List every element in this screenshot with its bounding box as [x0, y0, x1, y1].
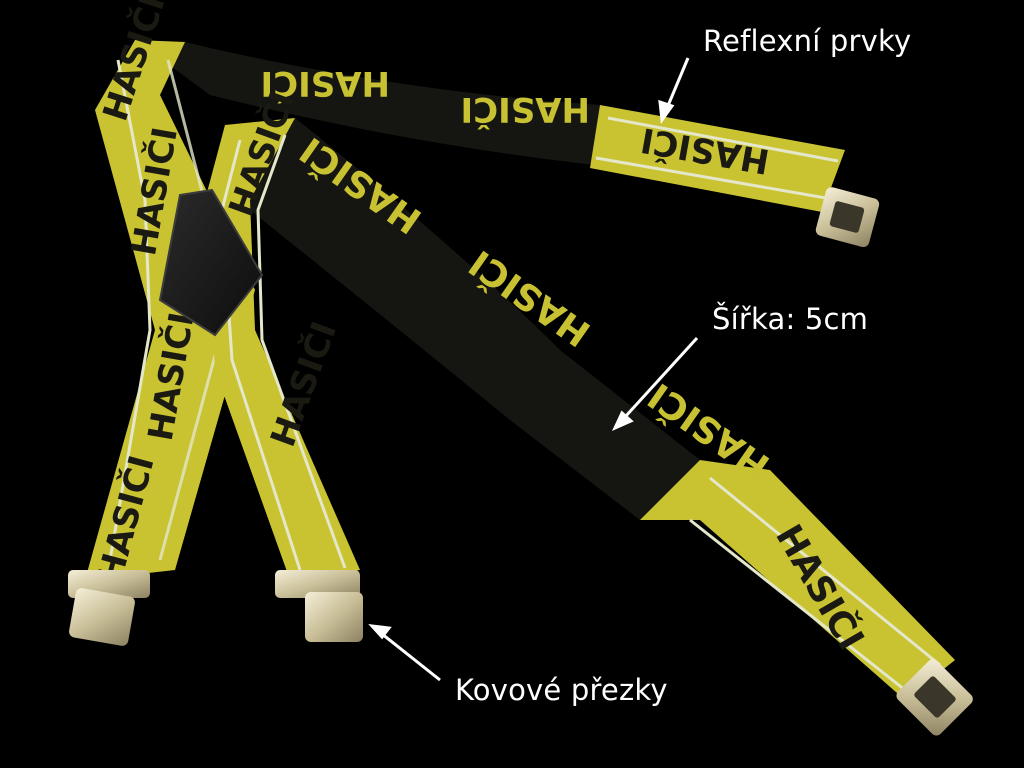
right-bottom-clip-icon: [896, 659, 973, 736]
annotation-arrows: [368, 57, 699, 682]
label-reflective: Reflexní prvky: [703, 24, 912, 58]
back-strap: HASIČI HASIČI HASIČI: [135, 40, 845, 212]
left-bottom-clips: [68, 570, 363, 646]
strap-text-2: HASIČI: [460, 89, 590, 130]
middle-clip-bar-icon: [275, 570, 360, 598]
label-clips: Kovové přezky: [455, 673, 668, 707]
right-top-clip-icon: [815, 187, 880, 248]
arrow-width: [613, 336, 699, 430]
strap-text-1: HASIČI: [260, 63, 390, 104]
left-clip-icon: [69, 588, 135, 646]
arrow-reflective-head: [658, 99, 675, 125]
label-width: Šířka: 5cm: [712, 302, 869, 336]
arrow-width-head: [611, 410, 634, 431]
middle-clip-icon: [305, 592, 363, 642]
leather-patch: [158, 188, 264, 337]
arrow-clips-head: [368, 624, 392, 640]
